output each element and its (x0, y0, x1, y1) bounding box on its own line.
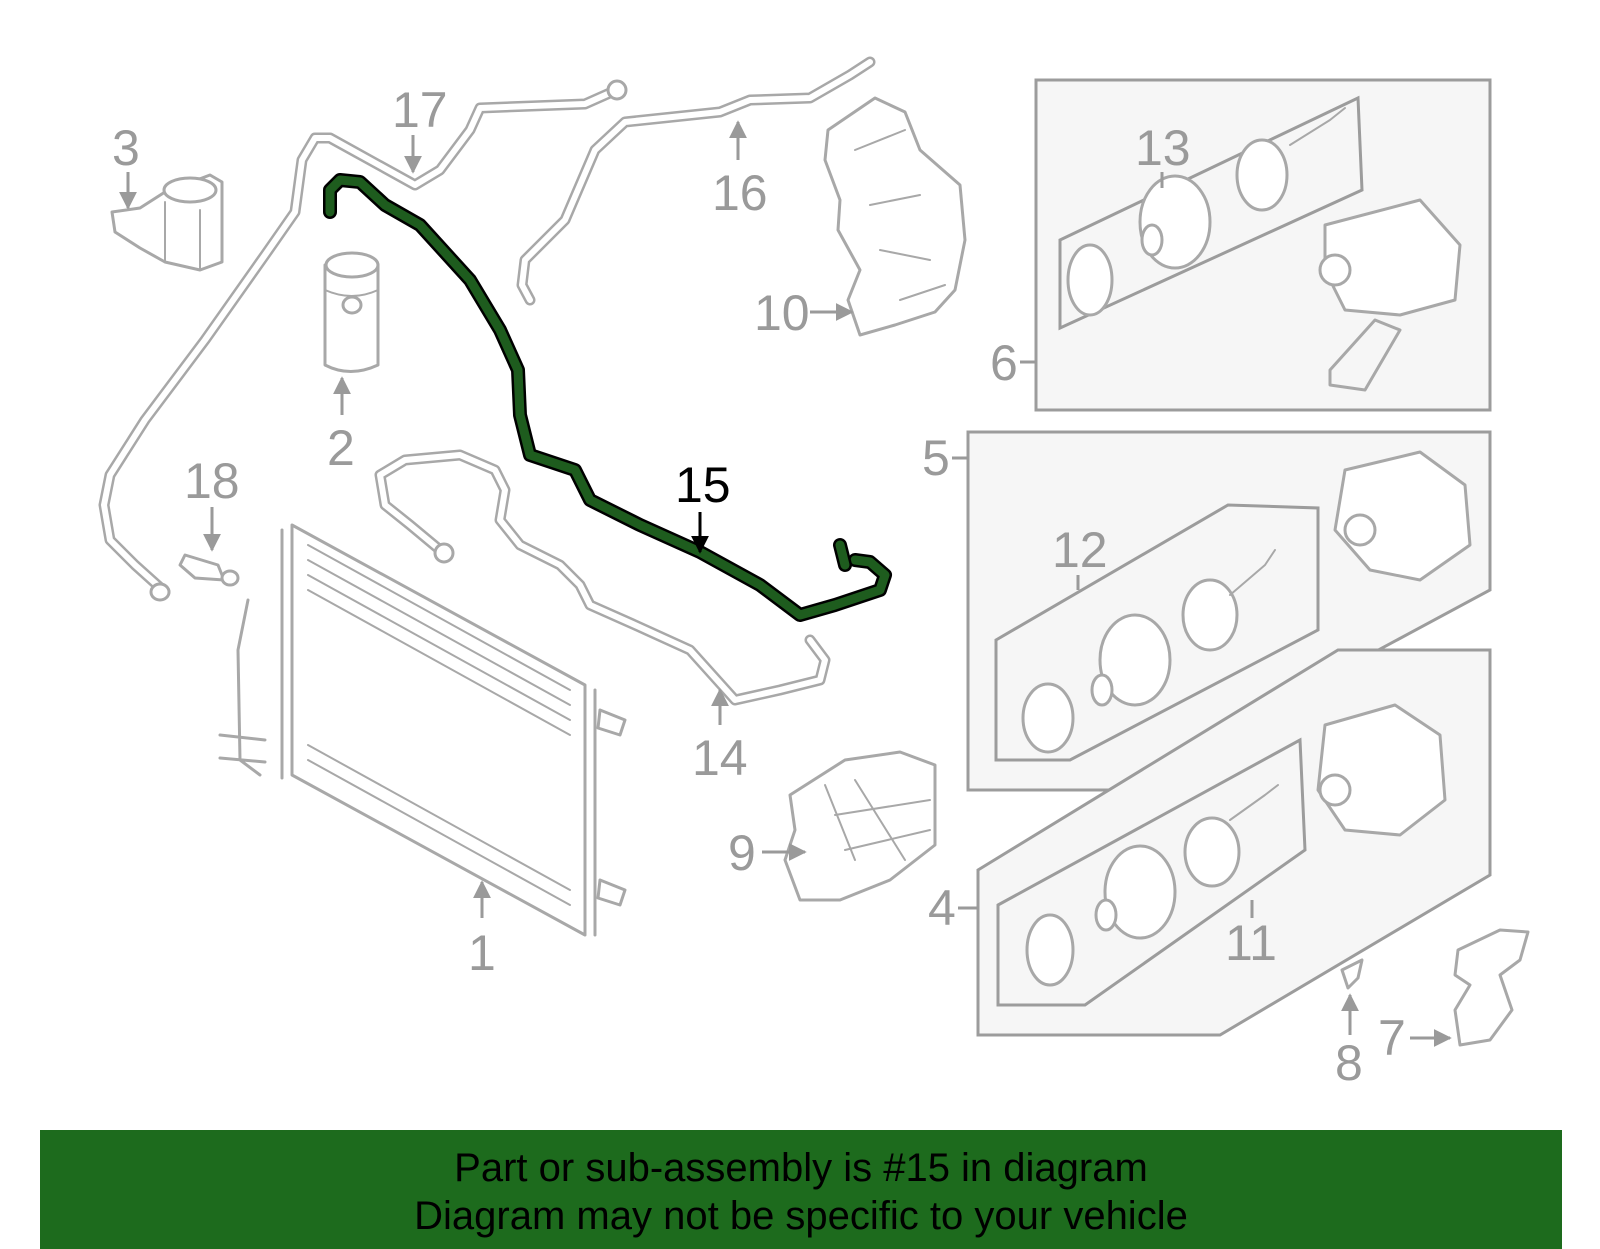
callout-8: 8 (1335, 993, 1363, 1091)
callout-10-label: 10 (754, 285, 810, 341)
callout-11-label: 11 (1225, 915, 1277, 971)
compressor-6 (1318, 198, 1462, 392)
assembly-4-box (976, 648, 1492, 1037)
callout-14-label: 14 (692, 730, 748, 786)
callout-4-label: 4 (928, 880, 956, 936)
callout-9: 9 (728, 825, 807, 881)
part-2-drier[interactable] (323, 251, 380, 373)
part-15-hose[interactable] (323, 173, 892, 622)
callout-12: 12 (1052, 522, 1108, 590)
callout-5: 5 (922, 430, 968, 486)
clutch-12-parts (1021, 549, 1276, 754)
callout-18: 18 (184, 453, 240, 552)
callout-10: 10 (754, 285, 854, 341)
clutch-11-parts (1025, 784, 1279, 987)
callout-18-label: 18 (184, 453, 240, 509)
callout-15: 15 (675, 457, 731, 554)
assembly-5-box (966, 430, 1492, 792)
callout-5-label: 5 (922, 430, 950, 486)
callout-1-label: 1 (468, 925, 496, 981)
part-3-bracket[interactable] (110, 173, 224, 272)
part-16-line[interactable] (516, 56, 876, 306)
callout-13: 13 (1135, 120, 1191, 188)
part-8-clip[interactable] (1340, 958, 1364, 990)
callout-12-label: 12 (1052, 522, 1108, 578)
callout-15-label: 15 (675, 457, 731, 513)
callout-17-label: 17 (392, 82, 448, 138)
compressor-5 (1333, 450, 1472, 582)
callout-9-label: 9 (728, 825, 756, 881)
info-banner: Part or sub-assembly is #15 in diagram D… (40, 1130, 1562, 1249)
callout-2-label: 2 (327, 420, 355, 476)
callout-8-label: 8 (1335, 1035, 1363, 1091)
callout-14: 14 (692, 688, 748, 786)
callout-2: 2 (327, 376, 355, 476)
compressor-4 (1316, 703, 1447, 837)
callout-16: 16 (712, 120, 768, 221)
clutch-13-parts (1066, 107, 1346, 317)
assembly-6-box (1034, 78, 1492, 412)
part-1-condenser[interactable] (218, 523, 627, 937)
callout-6-label: 6 (990, 335, 1018, 391)
part-18-sensor[interactable] (178, 553, 240, 587)
callout-7: 7 (1378, 1010, 1452, 1066)
banner-line-1: Part or sub-assembly is #15 in diagram (454, 1146, 1148, 1190)
callout-17: 17 (392, 82, 448, 174)
part-9-bracket[interactable] (783, 750, 937, 902)
callout-13-label: 13 (1135, 120, 1191, 176)
callout-16-label: 16 (712, 165, 768, 221)
callout-11: 11 (1225, 900, 1277, 971)
banner-line-2: Diagram may not be specific to your vehi… (414, 1194, 1188, 1238)
part-7-bracket[interactable] (1453, 928, 1530, 1047)
callout-3-label: 3 (112, 120, 140, 176)
callout-6: 6 (990, 335, 1036, 391)
callout-4: 4 (928, 880, 978, 936)
callout-7-label: 7 (1378, 1010, 1406, 1066)
part-14-line[interactable] (374, 449, 831, 706)
callout-3: 3 (112, 120, 140, 210)
part-17-line[interactable] (98, 79, 628, 602)
part-10-bracket[interactable] (823, 96, 967, 337)
callout-1: 1 (468, 880, 496, 981)
